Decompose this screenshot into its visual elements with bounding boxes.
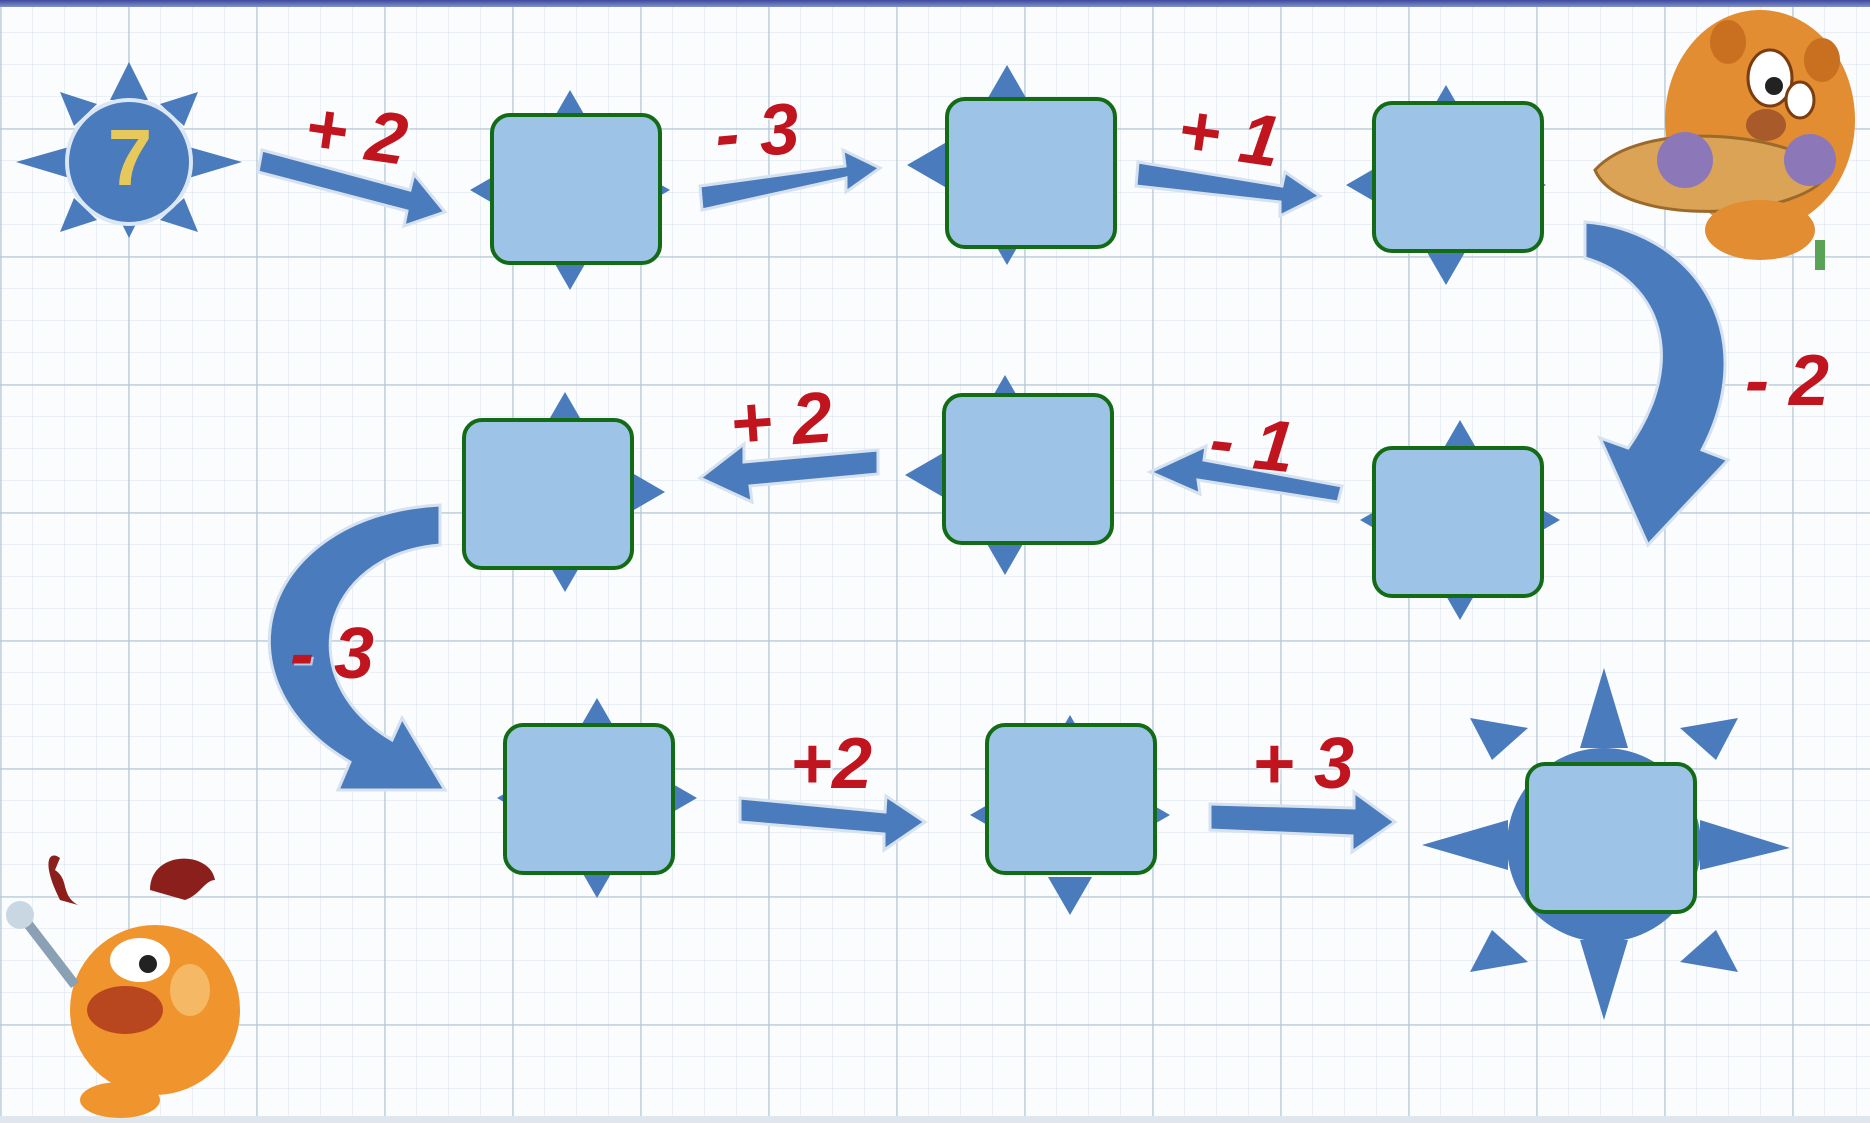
operation-label-6: + 2 (727, 377, 835, 465)
operation-label-2: - 3 (711, 88, 803, 176)
top-border (0, 0, 1870, 7)
hamster-character (1593, 10, 1855, 270)
answer-box-2[interactable] (945, 97, 1117, 249)
start-number: 7 (107, 113, 153, 202)
arrow-4 (1583, 220, 1731, 548)
arrow-1 (256, 148, 448, 229)
arrow-5 (1146, 443, 1344, 504)
operation-label-3: + 1 (1172, 89, 1286, 183)
arrow-8 (738, 793, 928, 853)
arrow-9 (1208, 789, 1398, 855)
answer-box-5[interactable] (942, 393, 1114, 545)
answer-box-4[interactable] (1372, 446, 1544, 598)
operation-label-4: - 2 (1745, 341, 1830, 421)
answer-box-9[interactable] (1525, 762, 1697, 914)
operation-label-9: + 3 (1252, 724, 1355, 804)
answer-box-8[interactable] (985, 723, 1157, 875)
operation-label-8: +2 (790, 724, 873, 804)
arrow-7 (267, 503, 448, 792)
bottom-border (0, 1116, 1870, 1123)
arrow-3 (1134, 160, 1323, 219)
operation-label-7: - 3 (290, 614, 375, 694)
answer-box-1[interactable] (490, 113, 662, 265)
moose-character (6, 855, 240, 1118)
arrow-2 (698, 147, 883, 212)
answer-box-3[interactable] (1372, 101, 1544, 253)
operation-label-1: + 2 (299, 87, 413, 181)
answer-box-7[interactable] (503, 723, 675, 875)
arrow-6 (697, 440, 880, 505)
answer-box-6[interactable] (462, 418, 634, 570)
operation-label-5: - 1 (1206, 399, 1298, 489)
start-sun-icon (16, 62, 242, 238)
